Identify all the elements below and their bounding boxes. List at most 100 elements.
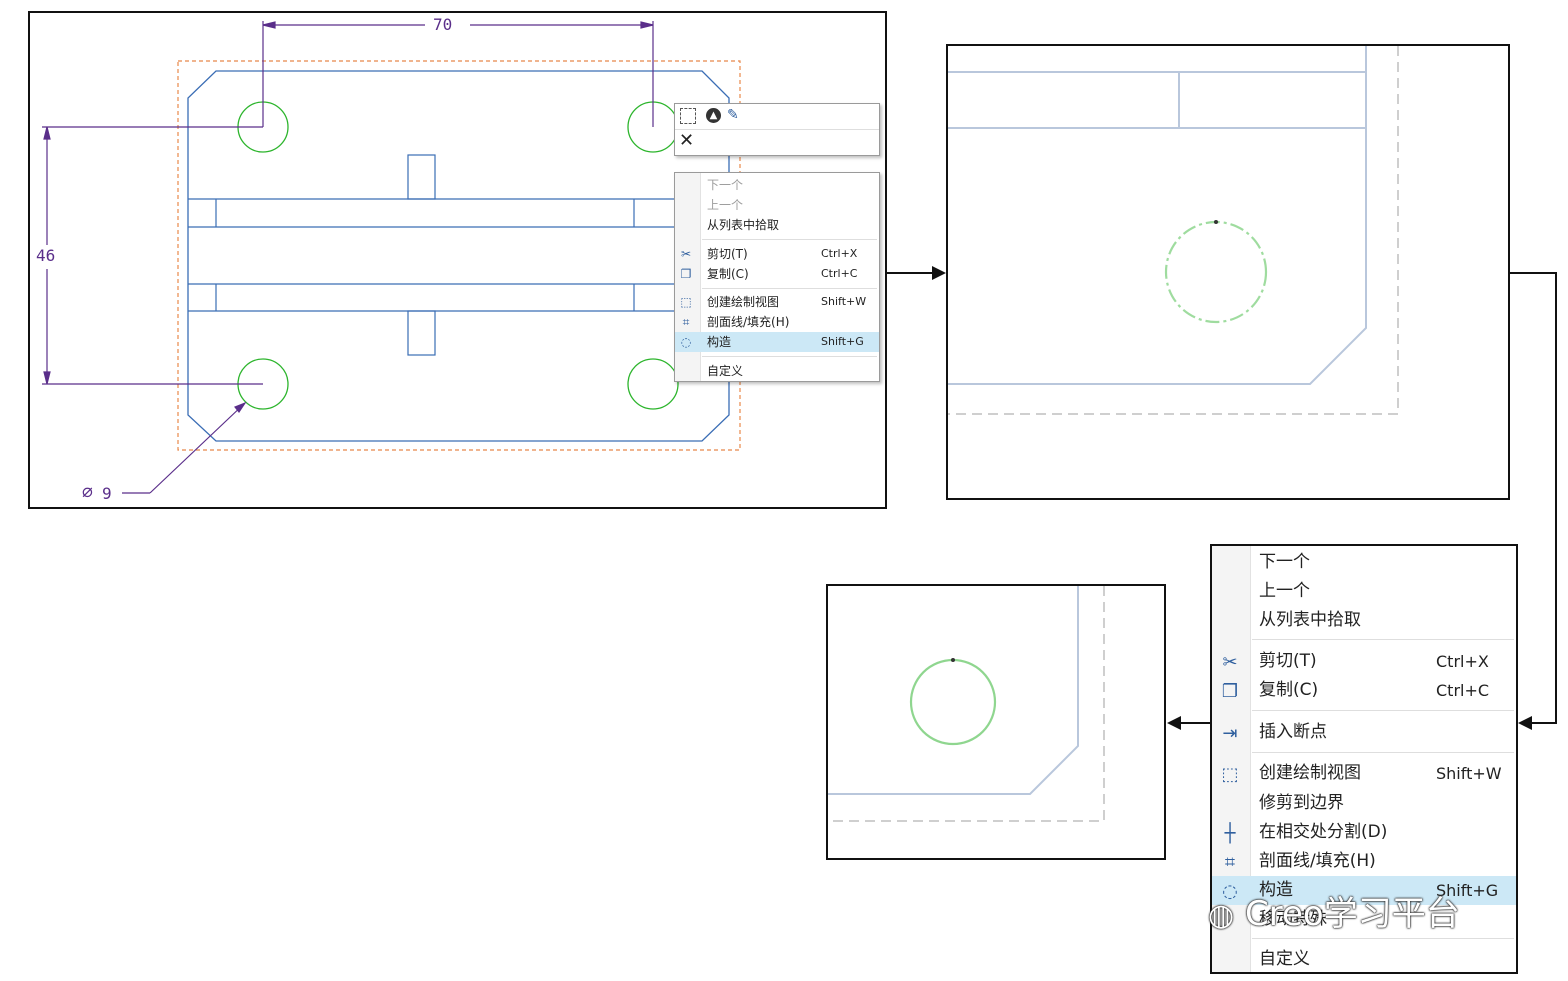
zoom-panel-before [946,44,1510,500]
menu-item-pick-label: 从列表中拾取 [1259,610,1361,630]
menu-item-prev-label: 上一个 [707,198,744,212]
menu-item-construct[interactable]: ◌ 构造 Shift+G [675,332,879,352]
scissors-icon: ✂ [1222,651,1238,673]
drawing-view-icon: ⬚ [1221,763,1239,785]
menu-item-insert-break[interactable]: ⇥ 插入断点 [1212,718,1516,747]
menu-item-cut-shortcut: Ctrl+X [821,247,858,260]
menu-item-copy[interactable]: ❐ 复制(C) Ctrl+C [1212,676,1516,705]
hatch-icon: ⌗ [682,315,690,329]
hole-bottom-right [627,358,679,410]
scissors-icon: ✂ [680,247,692,261]
menu-item-pick-label: 从列表中拾取 [707,218,780,232]
menu-item-custom-label: 自定义 [1259,949,1310,969]
menu-item-copy-label: 复制(C) [707,267,749,281]
dimension-70-label: 70 [433,15,453,34]
menu-separator [702,239,877,240]
split-icon: ┼ [1224,822,1236,844]
menu-separator [1252,710,1514,711]
menu-item-copy-shortcut: Ctrl+C [1436,681,1490,700]
selection-bbox [177,60,741,451]
copy-icon: ❐ [1221,680,1239,702]
construct-icon: ◌ [1222,880,1238,902]
context-menu-small: 下一个 上一个 从列表中拾取 ✂ 剪切(T) Ctrl+X ❐ 复制(C) Ct… [674,172,880,382]
wechat-icon: ◍ [1208,898,1235,933]
menu-item-cut-label: 剪切(T) [1259,651,1317,671]
menu-separator [1252,752,1514,753]
menu-item-create-view-shortcut: Shift+W [821,295,867,308]
menu-item-split-label: 在相交处分割(D) [1259,822,1388,842]
menu-item-construct[interactable]: ◌ 构造 Shift+G [1212,876,1516,905]
menu-item-create-view-label: 创建绘制视图 [1259,763,1361,783]
menu-item-custom[interactable]: 自定义 [1212,945,1516,974]
menu-item-create-view-shortcut: Shift+W [1436,764,1502,783]
menu-item-hatch-label: 剖面线/填充(H) [1259,851,1376,871]
menu-item-copy-shortcut: Ctrl+C [821,267,858,280]
menu-item-construct-label: 构造 [1259,880,1293,900]
menu-item-move-label: 移动特殊 [1259,909,1327,929]
copy-icon: ❐ [680,267,692,281]
diameter-leader [122,401,247,494]
menu-item-pick-from-list[interactable]: 从列表中拾取 [1212,606,1516,635]
part-outline-corner [828,586,1079,795]
arrow-head [1518,716,1532,730]
menu-item-construct-shortcut: Shift+G [1436,881,1499,900]
solid-circle [909,658,997,746]
menu-item-construct-shortcut: Shift+G [821,335,864,348]
menu-item-hatch[interactable]: ⌗ 剖面线/填充(H) [675,312,879,332]
menu-item-trim[interactable]: 修剪到边界 [1212,789,1516,818]
menu-item-next-label: 下一个 [1259,552,1310,572]
menu-item-copy[interactable]: ❐ 复制(C) Ctrl+C [675,264,879,284]
zoom-panel-result [826,584,1166,860]
menu-separator [1252,938,1514,939]
menu-item-construct-label: 构造 [707,335,732,349]
menu-item-custom[interactable]: 自定义 [675,361,879,381]
mini-toolbar: ▲ ✎ ✕ [674,103,880,156]
menu-item-hatch-label: 剖面线/填充(H) [707,315,790,329]
menu-separator [1252,639,1514,640]
menu-item-create-view[interactable]: ⬚ 创建绘制视图 Shift+W [675,292,879,312]
menu-item-custom-label: 自定义 [707,364,744,378]
constraint-icon[interactable] [680,108,696,124]
menu-item-cut[interactable]: ✂ 剪切(T) Ctrl+X [1212,647,1516,676]
drawing-view-icon: ⬚ [680,295,692,309]
menu-item-move[interactable]: 移动特殊 [1212,905,1516,934]
bbox-corner [828,586,1105,822]
menu-item-prev-label: 上一个 [1259,581,1310,601]
menu-separator [702,288,877,289]
menu-item-create-view-label: 创建绘制视图 [707,295,780,309]
menu-item-copy-label: 复制(C) [1259,680,1319,700]
zoom-canvas-before [948,46,1399,415]
circle-start-point [1214,220,1218,224]
menu-item-create-view[interactable]: ⬚ 创建绘制视图 Shift+W [1212,759,1516,788]
menu-item-cut-shortcut: Ctrl+X [1436,652,1489,671]
arrow-head [1167,716,1181,730]
part-outline-corner [948,46,1367,385]
menu-item-next-label: 下一个 [707,178,744,192]
edit-line-icon[interactable]: ✎ [727,107,739,123]
menu-item-cut[interactable]: ✂ 剪切(T) Ctrl+X [675,244,879,264]
menu-item-next[interactable]: 下一个 [675,175,879,195]
menu-item-prev[interactable]: 上一个 [675,195,879,215]
menu-item-trim-label: 修剪到边界 [1259,793,1344,813]
dimension-46-label: 46 [36,246,56,265]
hatch-icon: ⌗ [1224,851,1236,873]
zoom-canvas-result [828,586,1105,822]
menu-item-next[interactable]: 下一个 [1212,548,1516,577]
dimension-70 [262,21,654,127]
watermark-text: Creo学习平台 [1245,894,1460,934]
menu-item-cut-label: 剪切(T) [707,247,748,261]
construction-circle [1164,220,1268,324]
menu-item-pick-from-list[interactable]: 从列表中拾取 [675,215,879,235]
construct-icon: ◌ [680,335,692,349]
dimension-diameter-label: 9 [102,484,112,503]
orientation-icon[interactable]: ▲ [706,108,721,123]
dimension-46 [42,126,263,385]
close-icon[interactable]: ✕ [679,130,695,151]
toolbar-divider [675,129,879,130]
tab-top [407,154,436,200]
menu-item-prev[interactable]: 上一个 [1212,577,1516,606]
watermark: ◍ Creo学习平台 [1208,884,1528,944]
bbox-corner [948,46,1399,415]
menu-item-hatch[interactable]: ⌗ 剖面线/填充(H) [1212,847,1516,876]
menu-item-split[interactable]: ┼ 在相交处分割(D) [1212,818,1516,847]
